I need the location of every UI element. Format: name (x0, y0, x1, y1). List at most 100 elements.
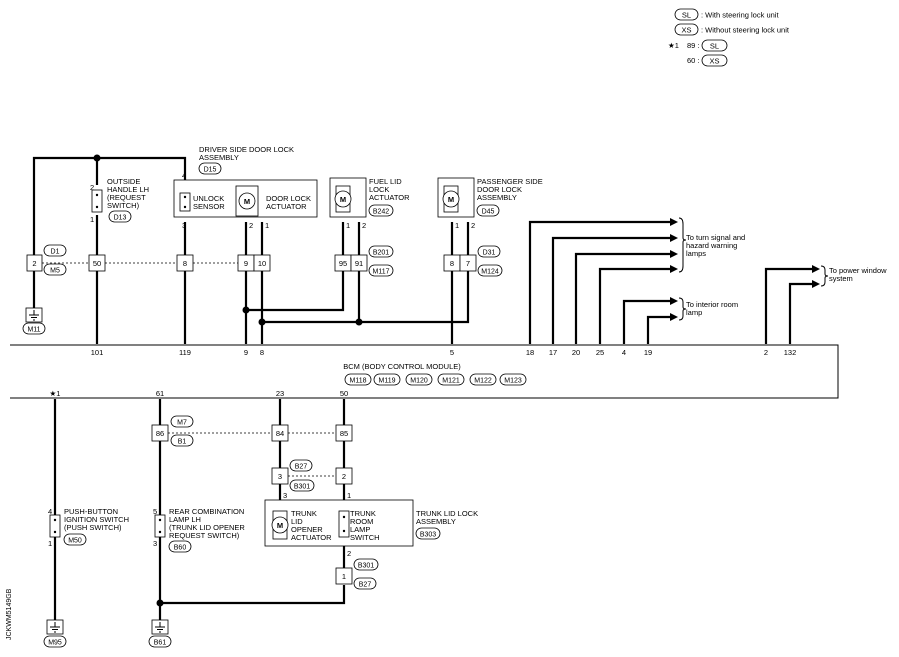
legend-star-mark: ★1 (668, 41, 679, 50)
svg-text:DOOR LOCK: DOOR LOCK (266, 194, 311, 203)
svg-text:PASSENGER SIDE: PASSENGER SIDE (477, 177, 543, 186)
top-wires (32, 154, 812, 344)
bcm-outline (10, 344, 839, 399)
svg-text:D13: D13 (114, 215, 127, 222)
svg-text:REQUEST SWITCH): REQUEST SWITCH) (169, 531, 240, 540)
svg-text:SENSOR: SENSOR (193, 202, 225, 211)
svg-text:2: 2 (342, 472, 346, 481)
svg-text:D1: D1 (51, 249, 60, 256)
svg-text:8: 8 (260, 348, 264, 357)
svg-text:M: M (244, 197, 250, 206)
svg-text:2: 2 (347, 549, 351, 558)
svg-text:1: 1 (90, 215, 94, 224)
svg-text:5: 5 (153, 507, 157, 516)
svg-text:9: 9 (244, 348, 248, 357)
svg-text:B242: B242 (373, 209, 389, 216)
svg-text:(PUSH SWITCH): (PUSH SWITCH) (64, 523, 122, 532)
legend-60-code: XS (709, 57, 719, 66)
svg-text:(REQUEST: (REQUEST (107, 193, 146, 202)
svg-text:3: 3 (153, 539, 157, 548)
bottom-wires (53, 399, 346, 620)
legend-60-pill (701, 54, 728, 67)
svg-text:PUSH-BUTTON: PUSH-BUTTON (64, 507, 118, 516)
bcm-bottom-pins: ★1 61 23 50 (50, 389, 349, 398)
svg-text:B61: B61 (154, 640, 167, 647)
svg-text:lamp: lamp (686, 308, 702, 317)
trunk-lid-lock-assembly: 3 1 2 M TRUNK LID OPENER ACTUATOR TRUNK … (264, 491, 478, 558)
bcm-connectors: M118 M119 M120 M121 M122 M123 (344, 373, 527, 386)
rear-combination-lamp: 5 3 REAR COMBINATION LAMP LH (TRUNK LID … (153, 507, 245, 553)
side-code: JCKWM5149GB (6, 588, 13, 640)
svg-text:M11: M11 (27, 327, 40, 334)
bcm-top-pins: 101 119 9 8 5 18 17 20 25 4 19 2 132 (91, 348, 797, 357)
svg-text:50: 50 (93, 259, 101, 268)
svg-text:B1: B1 (178, 439, 187, 446)
destination-labels: To turn signal and hazard warning lamps … (686, 233, 887, 317)
svg-text:B301: B301 (358, 563, 374, 570)
ground-m11: M11 (22, 307, 46, 335)
svg-text:18: 18 (526, 348, 534, 357)
svg-text:OPENER: OPENER (291, 525, 323, 534)
bcm-module: BCM (BODY CONTROL MODULE) M118 M119 M120… (10, 344, 839, 399)
svg-text:7: 7 (466, 259, 470, 268)
push-button-ignition-switch: 4 1 PUSH-BUTTON IGNITION SWITCH (PUSH SW… (48, 507, 129, 548)
junction-connectors-top: 2 50 8 9 10 D1 M5 95 91 B201 M117 8 7 D3… (26, 244, 503, 277)
svg-text:2: 2 (362, 221, 366, 230)
svg-text:D31: D31 (483, 250, 496, 257)
svg-text:132: 132 (784, 348, 797, 357)
svg-text:DOOR LOCK: DOOR LOCK (477, 185, 522, 194)
svg-text:D45: D45 (482, 209, 495, 216)
svg-text:M95: M95 (48, 640, 62, 647)
junction-connectors-bottom: 86 84 85 M7 B1 3 2 B27 B301 1 B301 B27 (151, 415, 379, 590)
svg-text:50: 50 (340, 389, 348, 398)
svg-text:UNLOCK: UNLOCK (193, 194, 224, 203)
svg-text:M50: M50 (68, 538, 82, 545)
svg-text:3: 3 (182, 221, 186, 230)
svg-text:9: 9 (244, 259, 248, 268)
svg-text:2: 2 (249, 221, 253, 230)
svg-text:M120: M120 (410, 378, 428, 385)
svg-text:3: 3 (283, 491, 287, 500)
svg-text:B27: B27 (359, 582, 372, 589)
legend-sl-code: SL (682, 11, 691, 20)
svg-text:LAMP LH: LAMP LH (169, 515, 201, 524)
svg-text:M: M (277, 521, 283, 530)
legend: SL : With steering lock unit XS : Withou… (668, 8, 790, 67)
svg-text:IGNITION SWITCH: IGNITION SWITCH (64, 515, 129, 524)
svg-text:17: 17 (549, 348, 557, 357)
driver-door-lock-assembly: DRIVER SIDE DOOR LOCK ASSEMBLY D15 4 3 U… (173, 145, 318, 230)
svg-text:85: 85 (340, 429, 348, 438)
svg-text:REAR COMBINATION: REAR COMBINATION (169, 507, 244, 516)
svg-text:M117: M117 (373, 269, 390, 276)
svg-text:system: system (829, 274, 853, 283)
arrowheads (670, 218, 820, 321)
svg-text:95: 95 (339, 259, 347, 268)
svg-text:2: 2 (90, 183, 94, 192)
svg-text:B27: B27 (295, 464, 308, 471)
svg-text:1: 1 (342, 572, 346, 581)
fuel-lid-lock-actuator: M 1 2 FUEL LID LOCK ACTUATOR B242 (329, 177, 410, 230)
interior-lamp-label: To interior room (686, 300, 738, 309)
svg-text:ACTUATOR: ACTUATOR (369, 193, 410, 202)
svg-text:hazard warning: hazard warning (686, 241, 737, 250)
svg-text:M121: M121 (442, 378, 460, 385)
svg-text:M118: M118 (350, 378, 367, 385)
ground-b61: B61 (148, 619, 172, 648)
bcm-title: BCM (BODY CONTROL MODULE) (343, 362, 461, 371)
svg-text:SWITCH): SWITCH) (107, 201, 140, 210)
legend-sl-text: : With steering lock unit (701, 11, 779, 20)
svg-text:TRUNK: TRUNK (291, 509, 317, 518)
svg-text:M124: M124 (481, 269, 499, 276)
svg-text:M: M (340, 195, 346, 204)
svg-text:2: 2 (471, 221, 475, 230)
svg-text:1: 1 (347, 491, 351, 500)
legend-pin-89: 89 : (687, 41, 700, 50)
braces (678, 217, 829, 321)
legend-xs-text: : Without steering lock unit (701, 26, 790, 35)
svg-text:TRUNK LID LOCK: TRUNK LID LOCK (416, 509, 478, 518)
legend-pin-60: 60 : (687, 56, 700, 65)
svg-text:SWITCH: SWITCH (350, 533, 380, 542)
svg-text:2: 2 (764, 348, 768, 357)
svg-text:FUEL LID: FUEL LID (369, 177, 402, 186)
